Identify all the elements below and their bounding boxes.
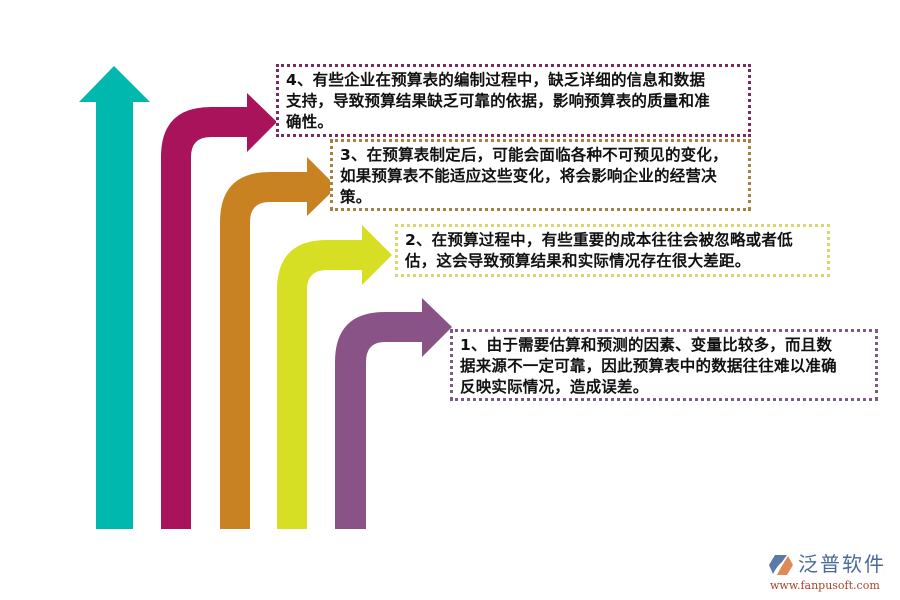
- item-1-textbox: 1、由于需要估算和预测的因素、变量比较多，而且数 据来源不一定可靠，因此预算表中…: [450, 329, 878, 401]
- orange-bent-arrow-icon: [220, 157, 337, 529]
- item-4-textbox: 4、有些企业在预算表的编制过程中，缺乏详细的信息和数据 支持，导致预算结果缺乏可…: [276, 64, 751, 137]
- item-1-line-1: 1、由于需要估算和预测的因素、变量比较多，而且数: [460, 336, 833, 354]
- fanpu-logo-icon: [769, 555, 793, 575]
- item-3-line-2: 如果预算表不能适应这些变化，将会影响企业的经营决: [340, 167, 717, 185]
- item-3-line-1: 3、在预算表制定后，可能会面临各种不可预见的变化，: [340, 146, 728, 164]
- magenta-bent-arrow-icon: [161, 93, 277, 529]
- logo-name: 泛普软件: [798, 552, 886, 576]
- teal-up-arrow-icon: [79, 66, 150, 529]
- item-1-line-2: 据来源不一定可靠，因此预算表中的数据往往难以准确: [460, 357, 837, 375]
- item-2-line-1: 2、在预算过程中，有些重要的成本往往会被忽略或者低: [405, 231, 793, 249]
- yellow-bent-arrow-icon: [277, 225, 392, 529]
- item-3-textbox: 3、在预算表制定后，可能会面临各种不可预见的变化， 如果预算表不能适应这些变化，…: [330, 139, 751, 211]
- item-4-line-1: 4、有些企业在预算表的编制过程中，缺乏详细的信息和数据: [286, 71, 706, 89]
- item-1-line-3: 反映实际情况，造成误差。: [460, 378, 649, 396]
- item-2-line-2: 估，这会导致预算结果和实际情况存在很大差距。: [405, 252, 751, 270]
- logo-url: www.fanpusoft.com: [770, 579, 880, 592]
- item-3-line-3: 策。: [340, 188, 372, 206]
- purple-bent-arrow-icon: [335, 298, 452, 529]
- item-4-line-2: 支持，导致预算结果缺乏可靠的依据，影响预算表的质量和准: [286, 92, 710, 110]
- item-4-line-3: 确性。: [286, 113, 334, 131]
- fanpu-logo: 泛普软件 www.fanpusoft.com: [768, 552, 896, 596]
- item-2-textbox: 2、在预算过程中，有些重要的成本往往会被忽略或者低 估，这会导致预算结果和实际情…: [395, 224, 830, 277]
